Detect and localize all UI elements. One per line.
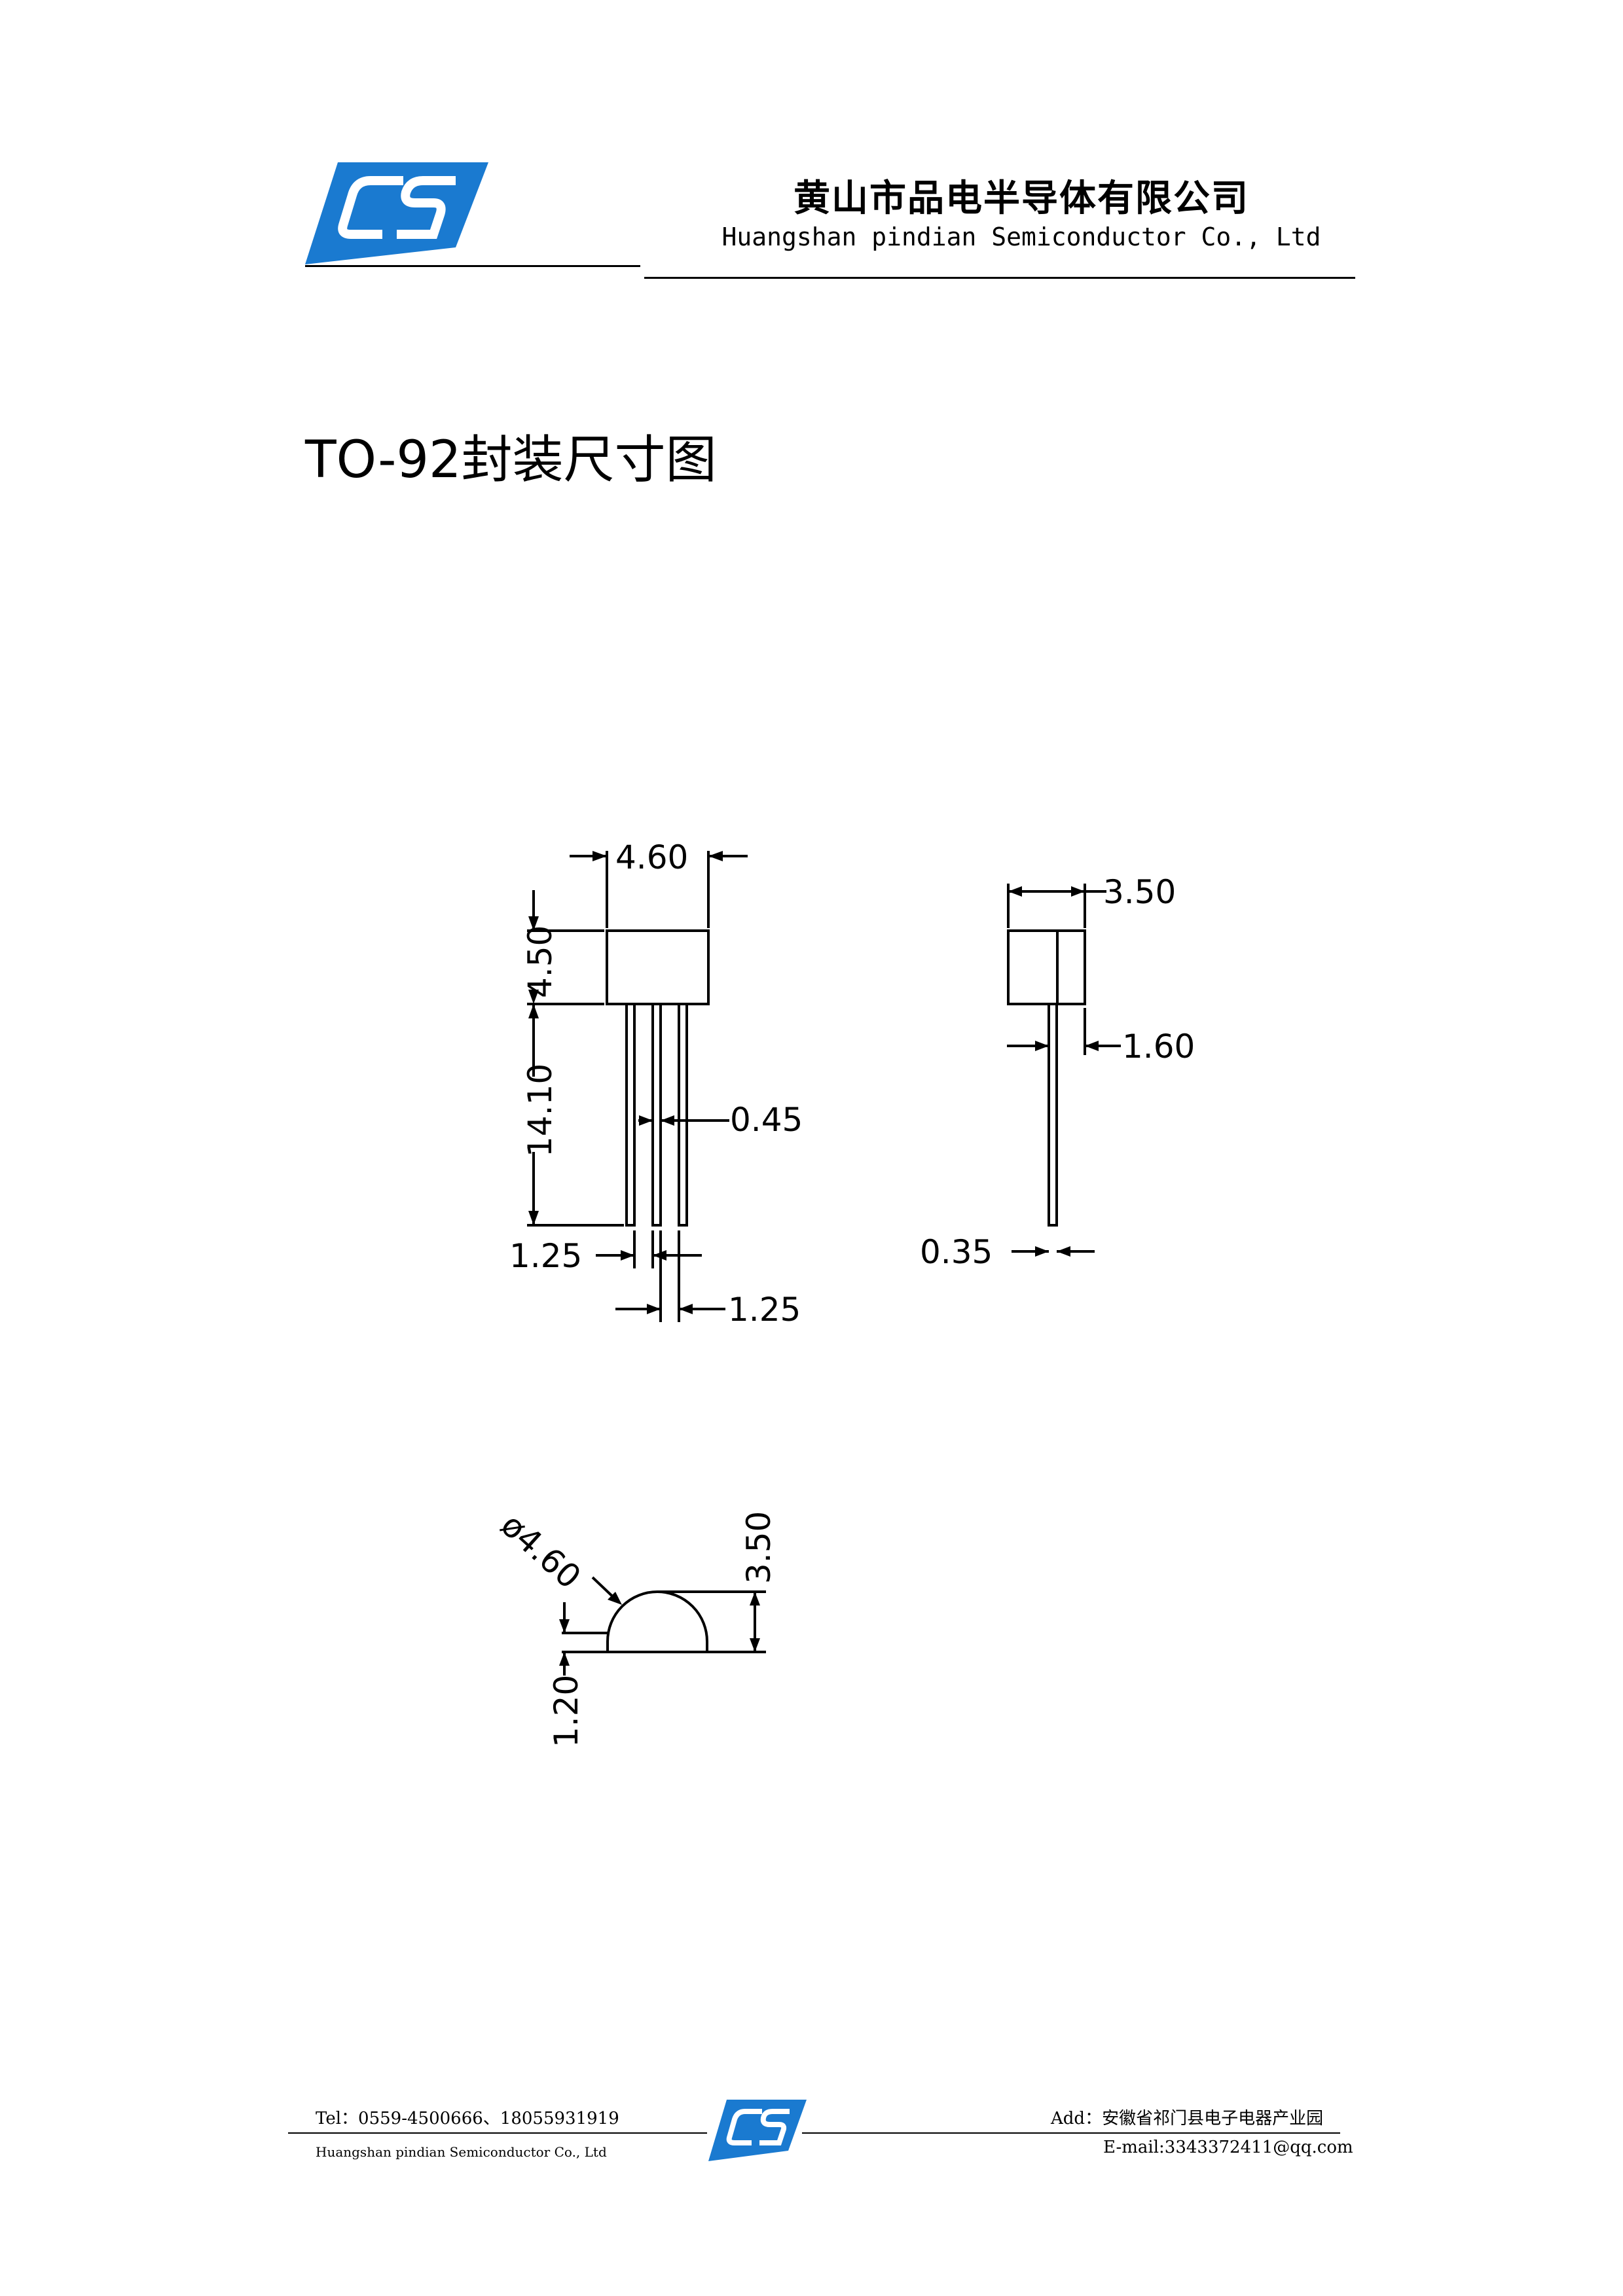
header-rule-left: [305, 265, 640, 267]
dim-diameter: ø4.60: [494, 1506, 588, 1596]
bottom-dome: [606, 1590, 708, 1652]
header-rule-right: [644, 277, 1355, 279]
front-view: 4.60 4.50 14.10 0.45 1.25: [509, 838, 803, 1329]
company-name-en: Huangshan pindian Semiconductor Co., Ltd: [721, 223, 1321, 251]
footer-email: E-mail:3343372411@qq.com: [1103, 2138, 1353, 2157]
bottom-view: 1.20 3.50 ø4.60: [494, 1506, 778, 1748]
dim-body-depth: 3.50: [1103, 873, 1176, 911]
front-lead-middle: [651, 1003, 662, 1227]
front-body: [606, 929, 710, 1005]
footer-tel: Tel：0559-4500666、18055931919: [316, 2109, 619, 2128]
dim-flat-height: 1.20: [547, 1675, 585, 1748]
footer-address: Add：安徽省祁门县电子电器产业园: [1051, 2109, 1324, 2128]
side-lead: [1048, 1003, 1058, 1227]
footer-company: Huangshan pindian Semiconductor Co., Ltd: [316, 2144, 607, 2160]
dim-lead-thickness: 0.35: [920, 1233, 993, 1271]
front-lead-right: [678, 1003, 688, 1227]
page-title: TO-92封装尺寸图: [305, 431, 717, 490]
dim-lead-width: 0.45: [730, 1101, 803, 1139]
footer-rule-right: [802, 2132, 1340, 2134]
side-view: 3.50 1.60 0.35: [920, 873, 1195, 1271]
dim-pitch-right: 1.25: [728, 1291, 801, 1329]
footer-logo-icon: [708, 2100, 807, 2161]
dim-lead-offset: 1.60: [1122, 1028, 1195, 1066]
dim-pitch-left: 1.25: [509, 1237, 582, 1275]
company-name-cn: 黄山市品电半导体有限公司: [793, 177, 1249, 220]
dim-body-height: 4.50: [521, 925, 559, 998]
dim-bottom-height: 3.50: [740, 1511, 778, 1584]
side-body: [1007, 929, 1086, 1005]
dim-lead-length: 14.10: [521, 1064, 559, 1157]
footer-rule-left: [288, 2132, 707, 2134]
company-logo-icon: [305, 162, 488, 264]
dim-body-width: 4.60: [615, 838, 688, 876]
front-lead-left: [625, 1003, 636, 1227]
